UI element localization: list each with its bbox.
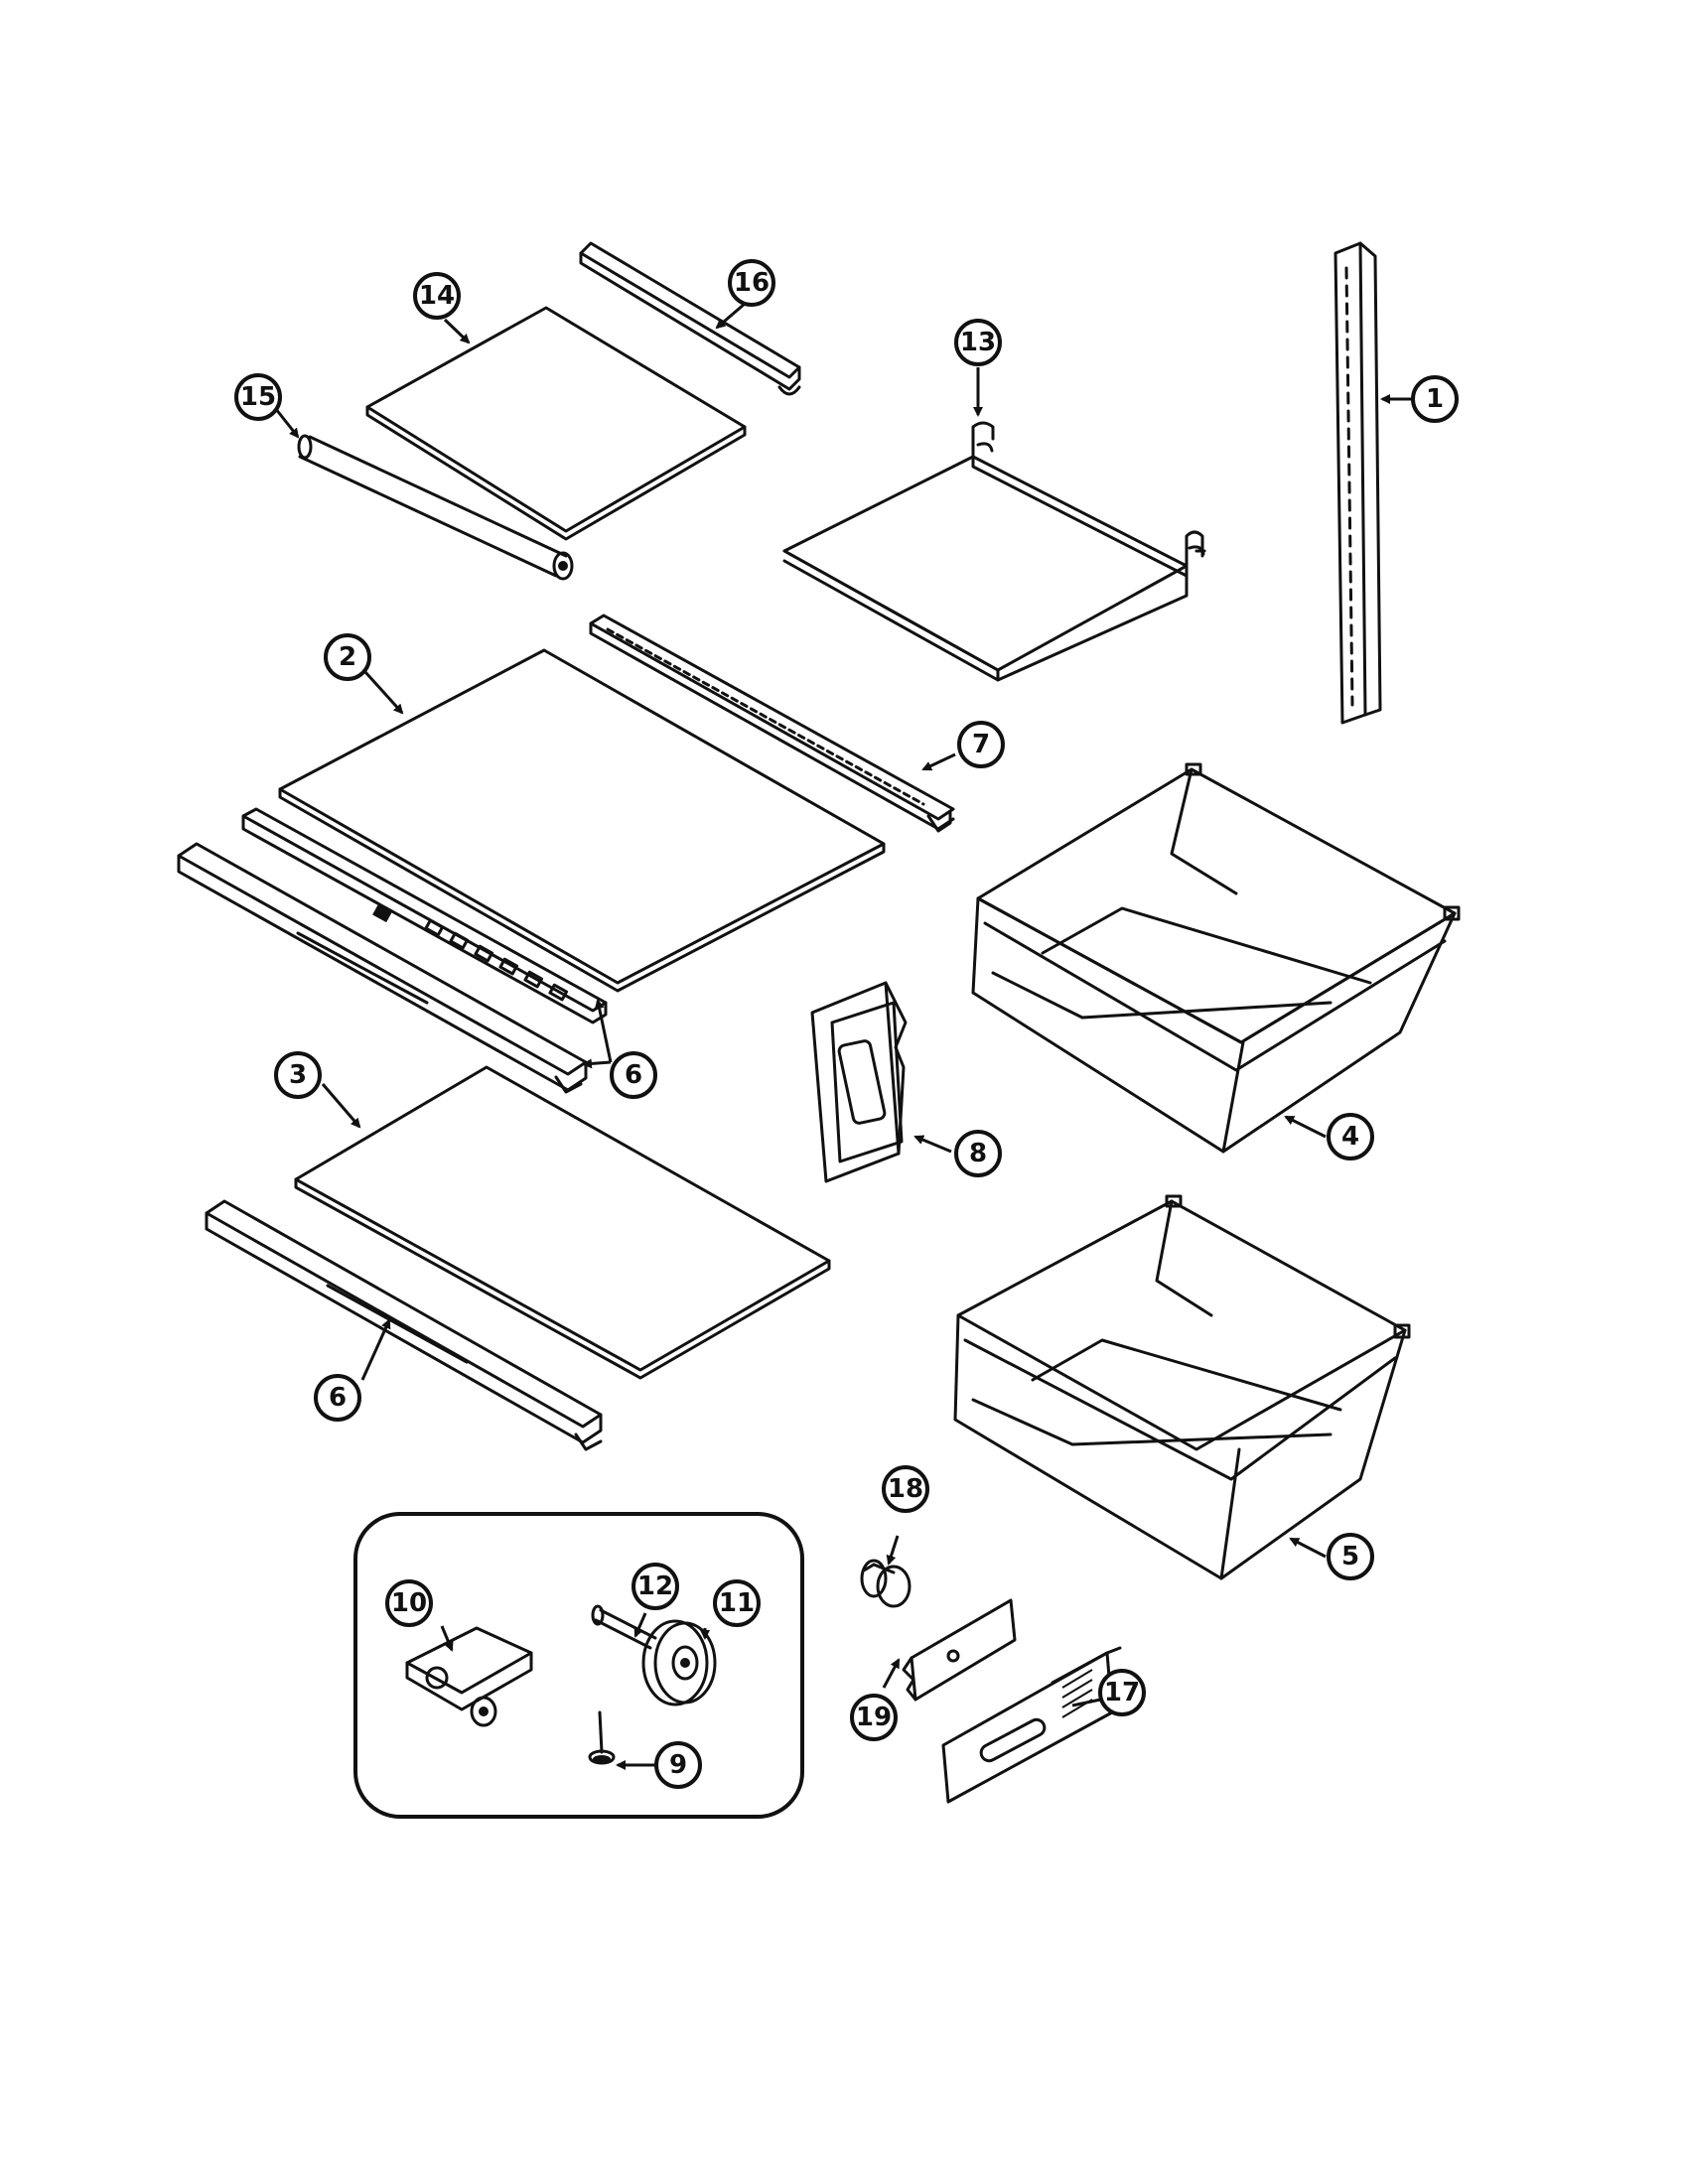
part-5-crisper-drawer xyxy=(953,1194,1411,1580)
callout-label-5: 5 xyxy=(1341,1542,1359,1571)
callout-label-14: 14 xyxy=(419,281,455,311)
part-9-leveling-screw xyxy=(588,1710,616,1765)
callout-label-19: 19 xyxy=(856,1703,892,1732)
callout-label-3: 3 xyxy=(289,1060,307,1090)
leader-lines xyxy=(266,302,1420,1770)
part-17-grille xyxy=(941,1646,1122,1804)
callout-label-1: 1 xyxy=(1426,384,1444,414)
callout-7: 7 xyxy=(957,721,1005,768)
part-3-shelf-glass xyxy=(294,1065,831,1380)
part-6-lower-front-trim xyxy=(205,1199,603,1451)
callout-11: 11 xyxy=(713,1579,761,1627)
part-14-shelf-panel xyxy=(365,306,747,541)
callout-16: 16 xyxy=(728,259,775,307)
callout-label-9: 9 xyxy=(669,1750,687,1780)
part-1-vertical-rail xyxy=(1333,241,1382,725)
callout-label-11: 11 xyxy=(719,1588,755,1618)
callout-3: 3 xyxy=(274,1051,322,1099)
callout-label-15: 15 xyxy=(240,382,276,412)
callout-label-12: 12 xyxy=(637,1571,673,1601)
callout-label-6-upper: 6 xyxy=(625,1060,642,1090)
callout-17: 17 xyxy=(1098,1669,1146,1716)
callout-1: 1 xyxy=(1411,375,1459,423)
part-16-trim-strip xyxy=(579,241,801,396)
callout-label-18: 18 xyxy=(888,1474,923,1504)
part-2-shelf-glass xyxy=(278,648,886,993)
callout-10: 10 xyxy=(385,1579,433,1627)
part-18-plug xyxy=(860,1559,912,1608)
callout-label-6-lower: 6 xyxy=(329,1383,347,1413)
callout-12: 12 xyxy=(632,1563,679,1610)
callout-9: 9 xyxy=(654,1741,702,1789)
part-7-rear-rail xyxy=(589,614,955,833)
callout-15: 15 xyxy=(234,373,282,421)
part-15-roller xyxy=(297,434,574,581)
callout-label-2: 2 xyxy=(339,642,356,672)
callout-6-upper: 6 xyxy=(610,1051,657,1099)
callout-label-16: 16 xyxy=(734,268,770,298)
callout-label-8: 8 xyxy=(969,1139,987,1168)
callout-19: 19 xyxy=(850,1694,898,1741)
callout-8: 8 xyxy=(954,1130,1002,1177)
part-13-wire-shelf xyxy=(782,421,1206,682)
callout-4: 4 xyxy=(1327,1113,1374,1160)
part-4-crisper-drawer xyxy=(971,762,1461,1154)
callout-label-7: 7 xyxy=(972,730,990,759)
callout-label-17: 17 xyxy=(1104,1678,1140,1707)
callout-13: 13 xyxy=(954,319,1002,366)
callout-label-4: 4 xyxy=(1341,1122,1359,1152)
callout-label-10: 10 xyxy=(391,1588,427,1618)
part-8-crisper-cover xyxy=(810,981,908,1183)
part-11-wheel xyxy=(641,1619,717,1706)
inset-box xyxy=(353,1512,804,1819)
part-10-roller-bracket xyxy=(405,1626,533,1727)
callout-6-lower: 6 xyxy=(314,1374,361,1422)
callout-18: 18 xyxy=(882,1465,929,1513)
callout-label-13: 13 xyxy=(960,328,996,357)
callout-5: 5 xyxy=(1327,1533,1374,1580)
callout-2: 2 xyxy=(324,633,371,681)
part-6-upper-front-trim xyxy=(177,807,608,1094)
callout-14: 14 xyxy=(413,272,461,320)
part-19-bracket xyxy=(902,1598,1017,1702)
part-12-bolt xyxy=(591,1604,657,1650)
